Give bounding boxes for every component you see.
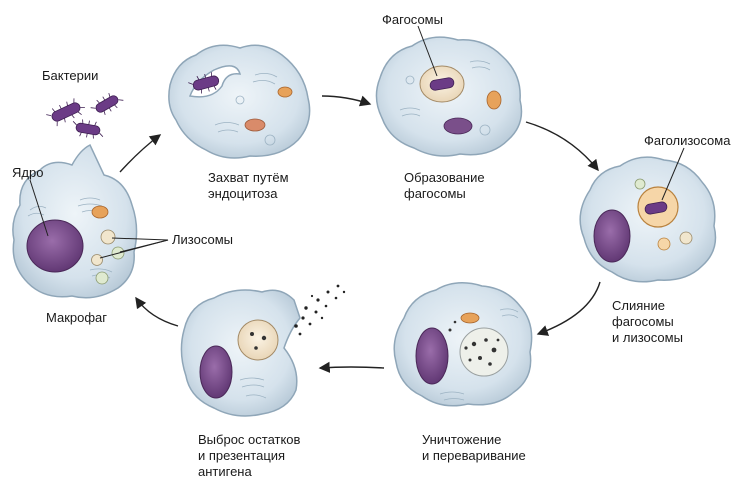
label-phagosome-formation: Образование фагосомы bbox=[404, 170, 485, 201]
nucleus bbox=[415, 327, 449, 385]
label-destruction: Уничтожение и переваривание bbox=[422, 432, 526, 463]
mitochondrion bbox=[443, 117, 473, 135]
nucleus bbox=[26, 219, 84, 273]
mitochondrion bbox=[91, 205, 109, 219]
bacterium-icon bbox=[188, 72, 220, 94]
nucleus bbox=[199, 345, 233, 399]
label-macrophage: Макрофаг bbox=[46, 310, 108, 325]
arrow-formation-to-fusion bbox=[525, 121, 599, 172]
lysosomes bbox=[634, 178, 693, 251]
label-phagolysosome: Фаголизосома bbox=[644, 133, 731, 148]
bacterium-icon bbox=[90, 93, 124, 115]
organelles bbox=[239, 377, 267, 399]
arrow-macrophage-to-capture bbox=[119, 134, 162, 173]
mitochondrion bbox=[244, 118, 266, 132]
bacterium-icon bbox=[644, 201, 668, 215]
organelles bbox=[214, 73, 278, 146]
pointer-nucleus bbox=[29, 179, 49, 237]
digestive-vacuole bbox=[459, 327, 509, 377]
label-release: Выброс остатков и презентация антигена bbox=[198, 432, 301, 479]
cycle-arrows bbox=[119, 95, 601, 373]
mitochondrion bbox=[277, 86, 293, 98]
bacterium-icon bbox=[72, 119, 104, 139]
label-nucleus: Ядро bbox=[12, 165, 44, 180]
organelles bbox=[399, 60, 491, 136]
cell-release bbox=[180, 284, 346, 417]
arrow-release-to-macrophage bbox=[135, 296, 179, 327]
label-phagosomes: Фагосомы bbox=[382, 12, 443, 27]
pointer-lysosomes bbox=[99, 237, 169, 259]
cell-membrane bbox=[180, 289, 301, 417]
residual-vacuole bbox=[237, 319, 279, 361]
cell-fusion bbox=[579, 147, 717, 283]
cell-macrophage bbox=[12, 143, 169, 299]
label-capture: Захват путём эндоцитоза bbox=[208, 170, 289, 201]
pointer-phagolysosome bbox=[661, 147, 685, 201]
cell-capture bbox=[168, 44, 311, 159]
arrow-destruction-to-release bbox=[318, 361, 385, 373]
cell-membrane bbox=[168, 44, 311, 159]
bacterium-icon bbox=[429, 77, 455, 91]
debris bbox=[448, 320, 500, 366]
label-bacteria: Бактерии bbox=[42, 68, 99, 83]
nucleus bbox=[593, 209, 631, 263]
bacterium-icon bbox=[46, 98, 85, 127]
arrow-capture-to-formation bbox=[321, 95, 372, 107]
cell-destruction bbox=[393, 282, 533, 407]
debris bbox=[250, 332, 267, 350]
pointer-phagosomes bbox=[417, 25, 438, 77]
label-lysosomes: Лизосомы bbox=[172, 232, 233, 247]
released-debris bbox=[294, 284, 346, 336]
mitochondrion bbox=[486, 90, 502, 110]
organelles bbox=[439, 308, 519, 401]
label-fusion: Слияние фагосомы и лизосомы bbox=[612, 298, 683, 345]
cell-phagosome-formation bbox=[375, 25, 523, 157]
free-bacteria bbox=[46, 93, 124, 139]
mitochondrion bbox=[460, 312, 480, 324]
arrow-fusion-to-destruction bbox=[536, 281, 601, 336]
